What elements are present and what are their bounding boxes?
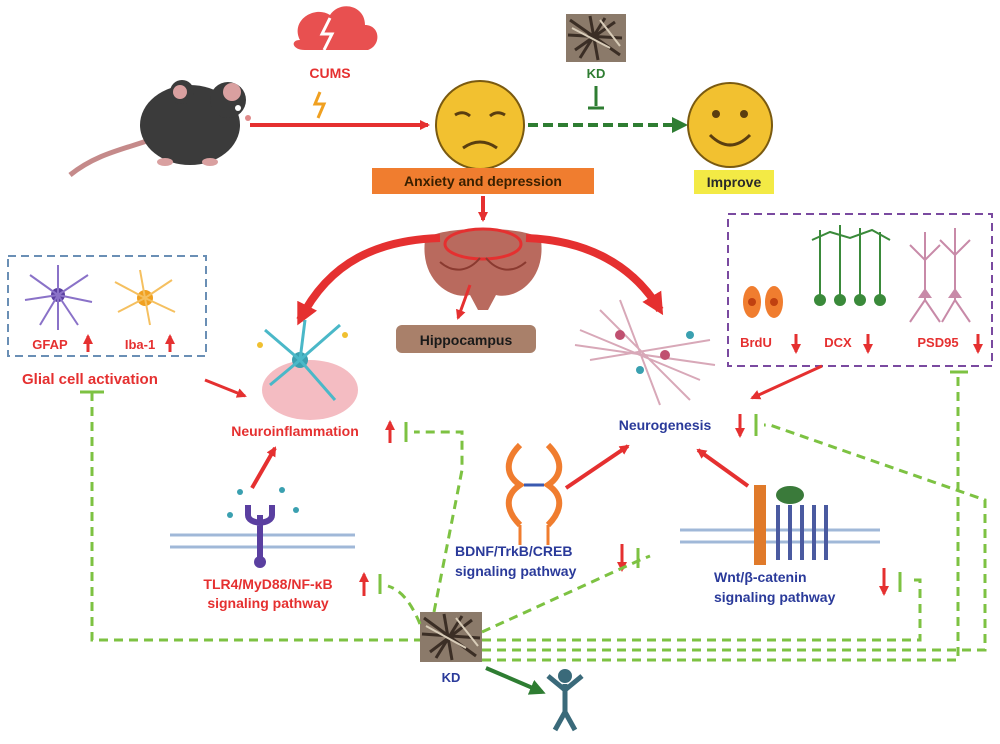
happy-face-icon [687,82,773,168]
dcx-label: DCX [824,335,852,350]
kd-image-top [566,14,626,62]
microglia-icon [114,269,176,326]
kd-top-label: KD [587,66,606,81]
astrocyte-icon [24,265,93,330]
wnt-label-line2: signaling pathway [714,589,836,605]
arrow-wnt-to-neurogenesis [696,448,750,488]
dashed-kd-to-neuroinflammation [414,430,464,613]
arrow-brain-to-hippocampus [456,284,472,320]
kd-image-bottom [420,612,482,662]
cums-stress-icon [293,6,378,119]
bdnf-label-line2: signaling pathway [455,563,577,579]
neuroinflammation-label: Neuroinflammation [231,423,359,439]
arrow-brain-to-neuroinflammation [296,234,441,326]
dashed-kd-to-wnt [482,578,922,642]
neurogenesis-illustration [574,299,716,406]
tlr4-label-line1: TLR4/MyD88/NF-κB [203,576,332,592]
dashed-kd-to-neurogenesis [482,423,987,652]
wnt-receptor-icon [680,485,880,565]
neuroinflammation-illustration [257,319,358,420]
anxiety-box [372,168,594,194]
neuron-marker-box [727,213,993,367]
psd95-label: PSD95 [917,335,958,350]
glial-label: Glial cell activation [22,371,158,388]
happy-person-icon [546,669,584,732]
arrow-brain-to-neurogenesis [525,234,664,316]
mouse-illustration [68,80,251,177]
gfap-label: GFAP [32,337,68,352]
dashed-kd-to-bdnf [481,554,651,634]
kd-feedback-paths [90,376,987,662]
arrow-tlr4-to-neuroinflammation [250,446,277,489]
dcx-neurons-icon [811,225,891,306]
tlr4-receptor-icon [170,487,355,568]
tlr4-label-line2: signaling pathway [207,595,329,611]
dashed-kd-to-glial [90,392,420,642]
psd95-neurons-icon [909,228,971,323]
arrow-glial-to-neuroinflammation [204,378,247,398]
cums-label: CUMS [309,65,350,81]
hippocampus-box [396,325,536,353]
improve-label: Improve [707,174,762,190]
arrow-markers-to-neurogenesis [750,364,823,400]
improve-box [694,170,774,194]
brdu-cells-icon [743,286,783,318]
glial-box [7,255,207,357]
kd-bottom-label: KD [442,670,461,685]
arrow-kd-to-person [485,666,546,695]
anxiety-label: Anxiety and depression [404,173,562,189]
trkb-receptor-icon [505,442,563,545]
brain-icon [424,227,542,310]
arrow-bdnf-to-neurogenesis [564,444,630,490]
wnt-label-line1: Wnt/β-catenin [714,569,807,585]
dashed-kd-to-markers [482,376,960,662]
iba1-label: Iba-1 [125,337,155,352]
dashed-kd-to-tlr4 [387,584,422,625]
neurogenesis-label: Neurogenesis [619,417,712,433]
bdnf-label-line1: BDNF/TrkB/CREB [455,543,572,559]
sad-face-icon [435,80,525,170]
hippocampus-label: Hippocampus [420,332,513,348]
brdu-label: BrdU [740,335,772,350]
